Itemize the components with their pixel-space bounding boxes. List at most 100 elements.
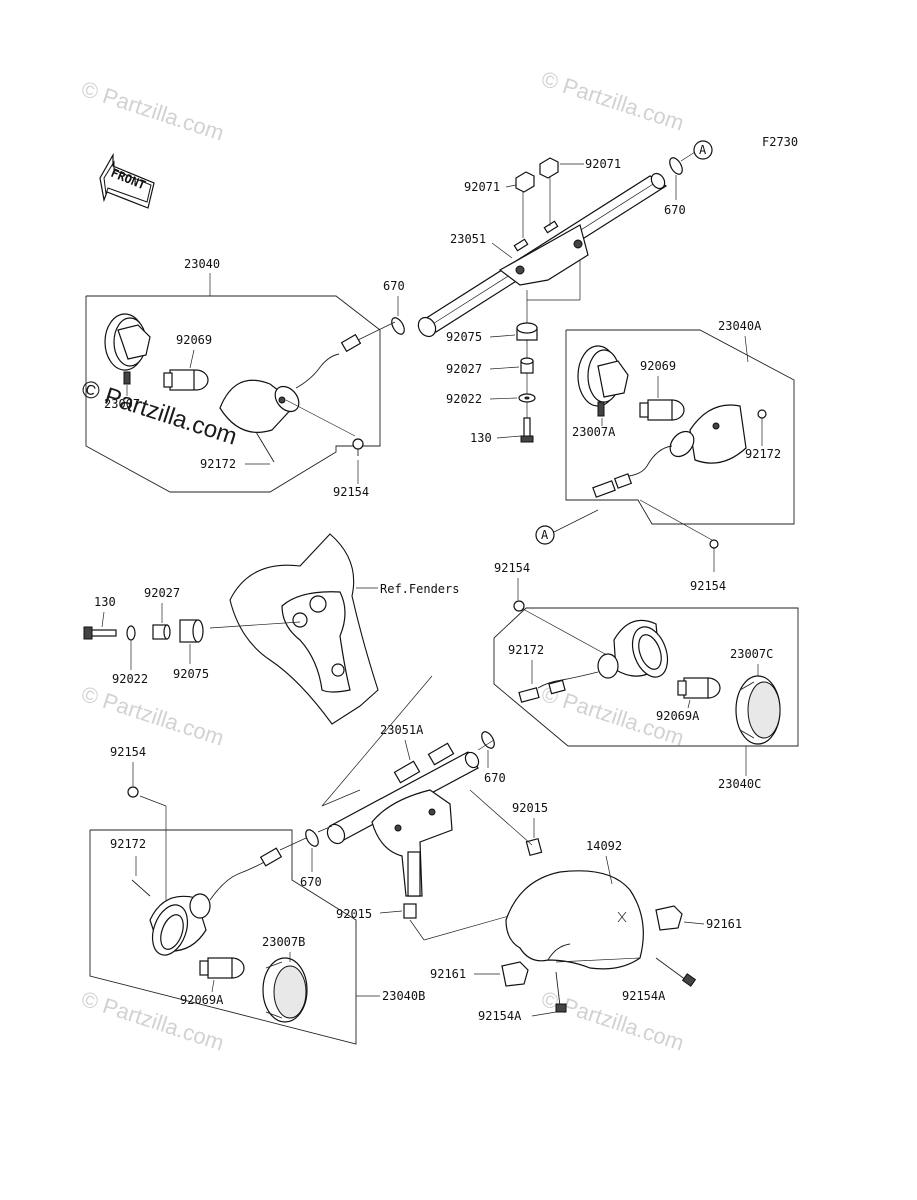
spacer-92015 (403, 903, 417, 919)
label-92071: 92071 (464, 180, 500, 194)
label-23040B: 23040B (382, 989, 425, 1003)
label-92172: 92172 (200, 457, 236, 471)
bolt-130 (520, 417, 534, 443)
label-92069A: 92069A (180, 993, 224, 1007)
label-92022: 92022 (112, 672, 148, 686)
assembly-box-23040B (89, 829, 357, 1045)
label-23007C: 23007C (730, 647, 773, 661)
handlebar-bracket-23051A (326, 742, 480, 897)
turn-signal-body (592, 404, 747, 498)
cushion-92161 (655, 905, 683, 931)
label-92015: 92015 (336, 907, 372, 921)
label-14092: 14092 (586, 839, 622, 853)
label-92027: 92027 (446, 362, 482, 376)
label-92015: 92015 (512, 801, 548, 815)
label-92161: 92161 (706, 917, 742, 931)
bolt-130 (83, 626, 117, 640)
screw-92154 (709, 539, 719, 549)
label-92172: 92172 (110, 837, 146, 851)
label-23007B: 23007B (262, 935, 305, 949)
screw-92154 (352, 438, 364, 456)
label-92172: 92172 (745, 447, 781, 461)
rear-fender-outline (229, 533, 379, 725)
turn-signal-body (518, 619, 669, 703)
bulb-92069A (199, 957, 245, 979)
label-23007: 23007 (104, 397, 140, 411)
label-92161: 92161 (430, 967, 466, 981)
grommet-92075 (516, 322, 538, 341)
screw-92172 (255, 431, 275, 463)
label-92154: 92154 (690, 579, 726, 593)
turn-signal-body (219, 333, 362, 433)
collar-92027 (152, 624, 171, 640)
label-92069: 92069 (640, 359, 676, 373)
label-23040: 23040 (184, 257, 220, 271)
bolt-92154A (655, 957, 697, 987)
screw-92154 (127, 786, 139, 798)
watermark: © Partzilla.com (78, 76, 227, 146)
label-670: 670 (383, 279, 405, 293)
label-23007A: 23007A (572, 425, 616, 439)
label-670: 670 (664, 203, 686, 217)
cover-14092 (505, 870, 644, 970)
label-23040C: 23040C (718, 777, 761, 791)
bulb-92069A (677, 677, 721, 699)
lens-housing-23007A (577, 345, 629, 417)
label-92154: 92154 (110, 745, 146, 759)
bolt-92154A (555, 971, 567, 1013)
label-92075: 92075 (446, 330, 482, 344)
bulb-92069 (163, 369, 209, 391)
svg-text:A: A (541, 528, 549, 542)
watermark: © Partzilla.com (538, 66, 687, 136)
label-92154A: 92154A (622, 989, 666, 1003)
label-23051A: 23051A (380, 723, 424, 737)
assembly-box-23040 (85, 295, 381, 493)
label-92022: 92022 (446, 392, 482, 406)
label-92071: 92071 (585, 157, 621, 171)
assembly-box-23040A (565, 329, 795, 525)
lens-housing-23007B (262, 957, 308, 1023)
screw-92172 (757, 409, 767, 419)
label-92154A: 92154A (478, 1009, 522, 1023)
watermark-overlay: © Partzilla.com (78, 375, 240, 451)
o-ring-670 (481, 731, 495, 749)
label-92172: 92172 (508, 643, 544, 657)
bulb-92069 (639, 399, 685, 421)
handlebar-bracket-23051 (417, 172, 668, 338)
label-23040A: 23040A (718, 319, 762, 333)
watermark: © Partzilla.com (78, 681, 227, 751)
label-92075: 92075 (173, 667, 209, 681)
cushion-92161 (501, 961, 529, 987)
o-ring-670 (305, 829, 319, 847)
spacer-92015 (525, 837, 543, 857)
grommet-92075 (179, 619, 204, 643)
front-arrow-icon: FRONT (99, 152, 155, 209)
lens-housing-23007C (735, 675, 781, 745)
label-23051: 23051 (450, 232, 486, 246)
label-670: 670 (300, 875, 322, 889)
clamp-92071 (515, 157, 559, 238)
svg-text:A: A (699, 143, 707, 157)
ref-fenders-note: Ref.Fenders (380, 582, 459, 596)
screw-92172 (131, 879, 151, 897)
o-ring-670 (391, 317, 405, 335)
washer-92022 (126, 625, 136, 641)
turn-signal-body (149, 847, 283, 956)
label-130: 130 (470, 431, 492, 445)
figure-code: F2730 (762, 135, 798, 149)
label-92154: 92154 (494, 561, 530, 575)
collar-92027 (520, 357, 534, 374)
label-92154: 92154 (333, 485, 369, 499)
o-ring-670 (669, 157, 683, 175)
label-92069A: 92069A (656, 709, 700, 723)
assembly-box-23040C (493, 607, 799, 747)
label-130: 130 (94, 595, 116, 609)
callout-a-icon (693, 140, 713, 160)
label-670: 670 (484, 771, 506, 785)
label-92069: 92069 (176, 333, 212, 347)
lens-housing-23007 (104, 313, 151, 385)
label-92027: 92027 (144, 586, 180, 600)
callout-a-icon (535, 525, 555, 545)
